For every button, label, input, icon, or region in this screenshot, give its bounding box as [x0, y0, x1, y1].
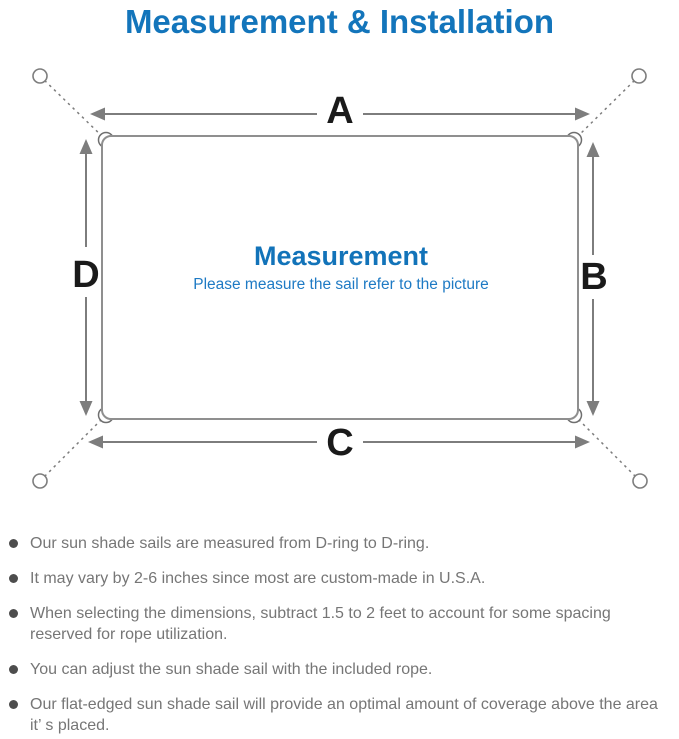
dimension-arrow-b: [586, 142, 600, 416]
note-text: Our flat-edged sun shade sail will provi…: [30, 696, 658, 734]
anchor-point-icon: [32, 68, 48, 84]
dimension-arrow-a: [90, 107, 590, 121]
anchor-point-icon: [632, 473, 648, 489]
dimension-arrow-c: [88, 435, 590, 449]
diagram-center-subtitle: Please measure the sail refer to the pic…: [193, 276, 489, 293]
measurement-notes-list: Our sun shade sails are measured from D-…: [0, 533, 679, 736]
anchor-point-icon: [631, 68, 647, 84]
bullet-icon: [9, 700, 18, 709]
page-title: Measurement & Installation: [124, 3, 555, 40]
dimension-label-a: A: [326, 90, 353, 132]
dimension-label-b: B: [580, 256, 607, 298]
sail-outline: [101, 135, 579, 420]
tether-line-bottom-right: [573, 414, 641, 482]
dimension-label-c: C: [326, 422, 353, 464]
tether-lines: [39, 75, 641, 482]
dimension-arrow-d: [79, 139, 93, 416]
tether-line-bottom-left: [39, 414, 107, 482]
tether-line-top-right: [573, 75, 640, 141]
diagram-center-heading: Measurement: [254, 241, 428, 271]
bullet-icon: [9, 665, 18, 674]
bullet-icon: [9, 539, 18, 548]
sail-diagram-canvas: A B C D Measurement Please measure the s…: [32, 68, 648, 489]
bullet-icon: [9, 574, 18, 583]
list-item: When selecting the dimensions, subtract …: [9, 603, 673, 645]
measurement-diagram: A B C D Measurement Please measure the s…: [0, 57, 679, 507]
list-item: You can adjust the sun shade sail with t…: [9, 659, 673, 680]
anchor-points: [32, 68, 648, 489]
bullet-icon: [9, 609, 18, 618]
note-text: Our sun shade sails are measured from D-…: [30, 535, 430, 552]
anchor-point-icon: [32, 473, 48, 489]
note-text: You can adjust the sun shade sail with t…: [30, 661, 433, 678]
tether-line-top-left: [39, 75, 107, 141]
note-text: When selecting the dimensions, subtract …: [30, 605, 611, 643]
list-item: It may vary by 2-6 inches since most are…: [9, 568, 673, 589]
list-item: Our flat-edged sun shade sail will provi…: [9, 694, 673, 736]
list-item: Our sun shade sails are measured from D-…: [9, 533, 673, 554]
dimension-label-d: D: [72, 254, 99, 296]
note-text: It may vary by 2-6 inches since most are…: [30, 570, 486, 587]
